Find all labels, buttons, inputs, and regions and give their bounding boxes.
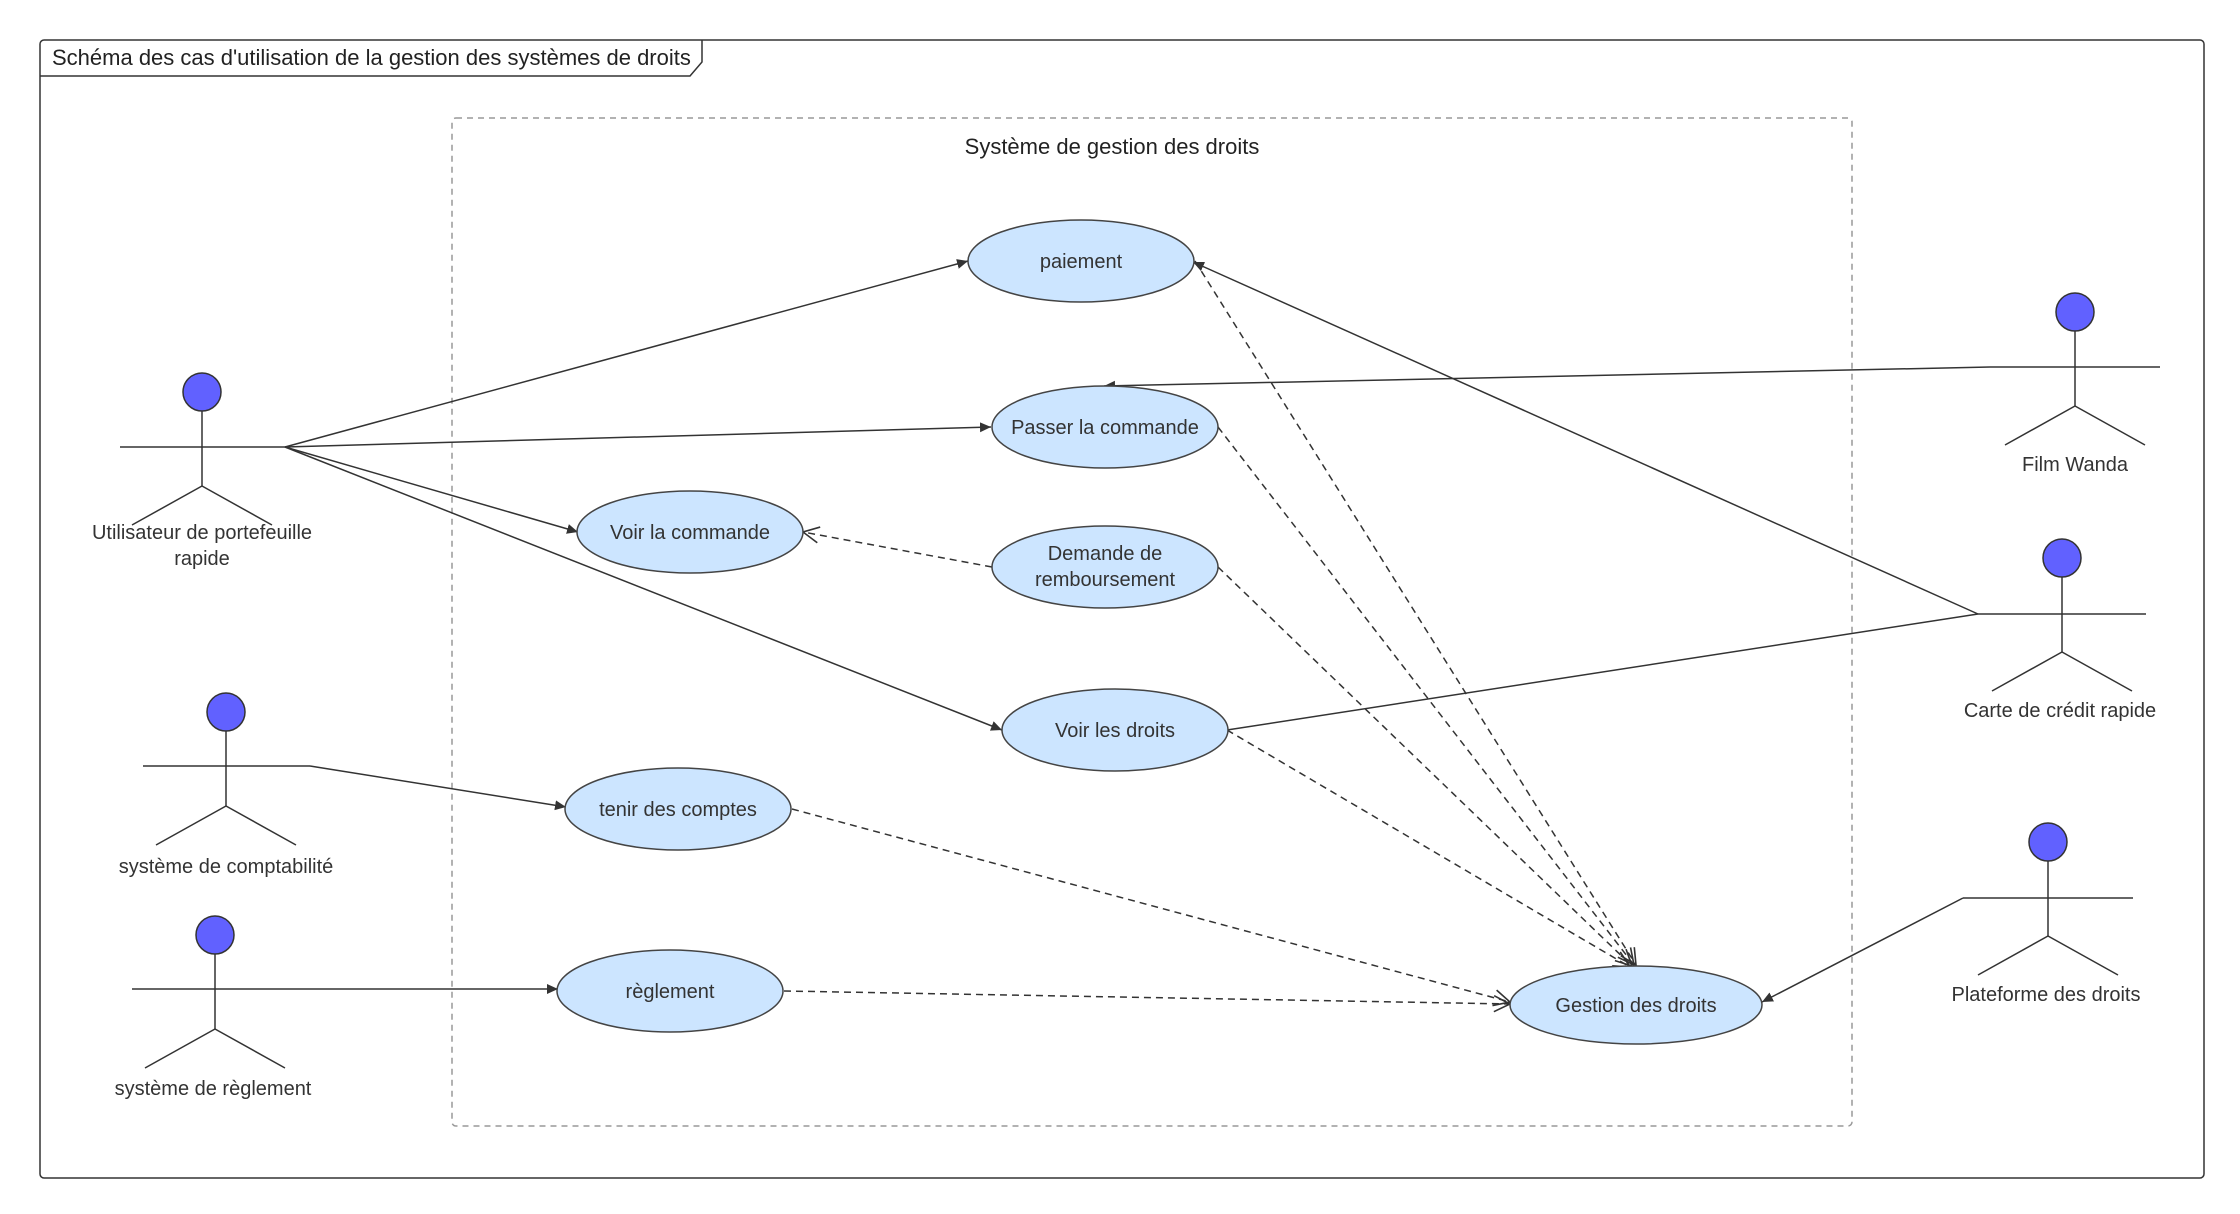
assoc-comptabilite-comptes [309, 765, 567, 811]
actor-film-wanda-leg-right [2074, 405, 2146, 446]
use-case-voir-droits[interactable]: Voir les droits [1001, 688, 1229, 772]
use-case-reglement-shape [556, 949, 784, 1033]
system-title: Système de gestion des droits [965, 134, 1260, 159]
use-case-remboursement-shape [991, 525, 1219, 609]
actor-utilisateur-label-line2: rapide [174, 548, 230, 570]
use-case-remboursement-label-line1: Demande de [1048, 543, 1163, 565]
actor-plateforme-leg-right [2047, 935, 2119, 976]
use-case-passer-commande-shape [991, 385, 1219, 469]
frame-title: Schéma des cas d'utilisation de la gesti… [52, 45, 691, 70]
use-case-paiement-label: paiement [1040, 251, 1123, 273]
assoc-utilisateur-paiement [284, 259, 969, 448]
use-case-reglement-label: règlement [626, 981, 715, 1003]
use-case-remboursement[interactable]: Demande de remboursement [991, 525, 1219, 609]
actor-comptabilite-label: système de comptabilité [119, 856, 334, 878]
assoc-utilisateur-passer [284, 422, 992, 448]
system-boundary [451, 117, 1853, 1127]
dep-remboursement-voir-commande [803, 532, 993, 568]
associations [284, 259, 1991, 1003]
use-case-passer-commande[interactable]: Passer la commande [991, 385, 1219, 469]
use-cases: paiement Passer la commande Voir la comm… [556, 219, 1763, 1045]
actor-utilisateur-head-icon [182, 372, 222, 412]
use-case-tenir-comptes-label: tenir des comptes [599, 799, 757, 821]
actor-plateforme-head-icon [2028, 822, 2068, 862]
actor-carte-credit-leg-left [1991, 651, 2063, 692]
dep-paiement-gestion [1194, 260, 1636, 965]
actor-utilisateur-leg-left [131, 485, 203, 526]
actor-film-wanda[interactable]: Film Wanda [1990, 292, 2160, 476]
assoc-carte-paiement [1192, 261, 1979, 615]
actor-reglement-head-icon [195, 915, 235, 955]
assoc-carte-voir-droits [1226, 613, 1979, 731]
assoc-plateforme-gestion [1761, 897, 1964, 1003]
actor-film-wanda-label: Film Wanda [2022, 454, 2129, 476]
use-case-voir-commande-shape [576, 490, 804, 574]
actor-film-wanda-leg-left [2004, 405, 2076, 446]
diagram-frame [39, 39, 2205, 1179]
use-case-remboursement-label-line2: remboursement [1035, 569, 1176, 591]
use-case-paiement-shape [967, 219, 1195, 303]
use-case-tenir-comptes[interactable]: tenir des comptes [564, 767, 792, 851]
use-case-gestion-droits[interactable]: Gestion des droits [1509, 965, 1763, 1045]
actor-comptabilite-leg-right [225, 805, 297, 846]
assoc-film-passer [1103, 366, 1991, 391]
dependencies [783, 260, 1636, 1004]
actor-reglement-leg-right [214, 1028, 286, 1069]
actor-comptabilite-leg-left [155, 805, 227, 846]
use-case-passer-commande-label: Passer la commande [1011, 417, 1199, 439]
frame-title-tab [40, 40, 703, 77]
actor-reglement[interactable]: système de règlement [115, 915, 312, 1100]
use-case-reglement[interactable]: règlement [556, 949, 784, 1033]
assoc-utilisateur-voir-droits [284, 446, 1003, 731]
use-case-voir-commande[interactable]: Voir la commande [576, 490, 804, 574]
actor-film-wanda-head-icon [2055, 292, 2095, 332]
dep-reglement-gestion [783, 990, 1510, 1004]
use-case-gestion-droits-shape [1509, 965, 1763, 1045]
use-case-paiement[interactable]: paiement [967, 219, 1195, 303]
actor-carte-credit-head-icon [2042, 538, 2082, 578]
actor-plateforme[interactable]: Plateforme des droits [1952, 822, 2141, 1006]
actor-utilisateur-leg-right [201, 485, 273, 526]
actor-comptabilite-head-icon [206, 692, 246, 732]
actor-comptabilite[interactable]: système de comptabilité [119, 692, 334, 878]
dep-comptes-gestion [791, 808, 1510, 1002]
use-case-tenir-comptes-shape [564, 767, 792, 851]
actors: Utilisateur de portefeuille rapide systè… [92, 292, 2160, 1100]
use-case-voir-commande-label: Voir la commande [610, 522, 770, 544]
use-case-gestion-droits-label: Gestion des droits [1555, 995, 1716, 1017]
actor-utilisateur[interactable]: Utilisateur de portefeuille rapide [92, 372, 312, 570]
actor-reglement-label: système de règlement [115, 1078, 312, 1100]
assoc-utilisateur-voir-commande [284, 446, 579, 534]
actor-reglement-leg-left [144, 1028, 216, 1069]
actor-carte-credit-leg-right [2061, 651, 2133, 692]
dep-passer-gestion [1217, 426, 1634, 965]
actor-plateforme-label: Plateforme des droits [1952, 984, 2141, 1006]
actor-utilisateur-label-line1: Utilisateur de portefeuille [92, 522, 312, 544]
actor-carte-credit[interactable]: Carte de crédit rapide [1964, 538, 2156, 722]
dep-voir-droits-gestion [1226, 729, 1630, 967]
actor-plateforme-leg-left [1977, 935, 2049, 976]
use-case-voir-droits-shape [1001, 688, 1229, 772]
use-case-voir-droits-label: Voir les droits [1055, 720, 1175, 742]
actor-carte-credit-label: Carte de crédit rapide [1964, 700, 2156, 722]
